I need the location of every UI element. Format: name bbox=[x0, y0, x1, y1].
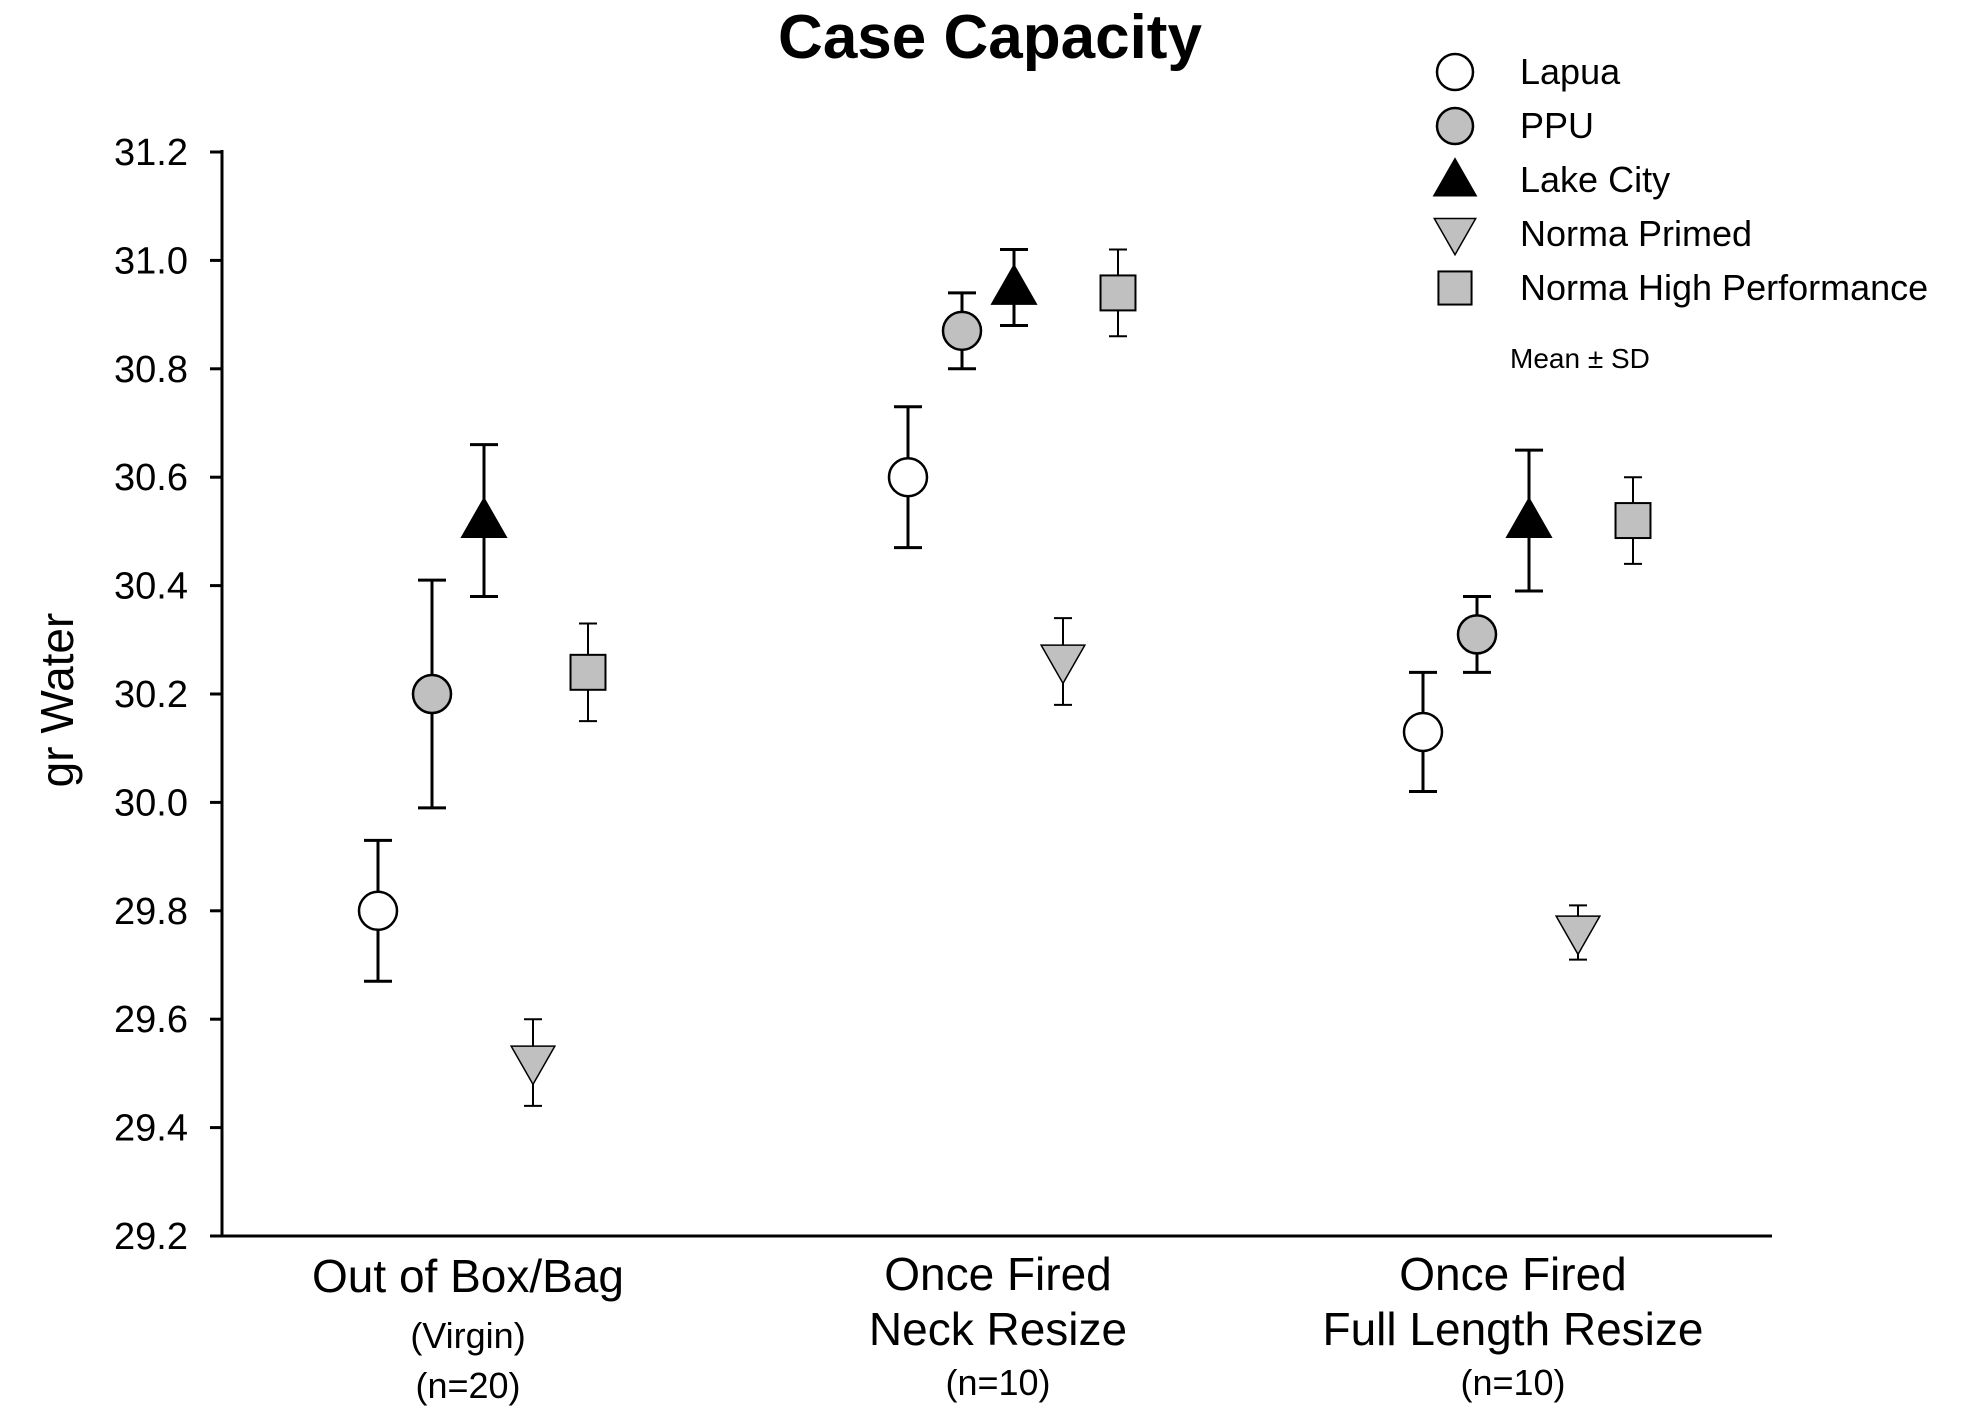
x-category-label: Once Fired bbox=[1399, 1248, 1627, 1300]
legend-label-ppu: PPU bbox=[1520, 105, 1594, 146]
y-tick-label: 29.4 bbox=[114, 1108, 188, 1150]
legend-label-norma-high-performance: Norma High Performance bbox=[1520, 267, 1928, 308]
legend-label-norma-primed: Norma Primed bbox=[1520, 213, 1752, 254]
y-tick-label: 30.2 bbox=[114, 674, 188, 716]
legend-marker-norma-high-performance bbox=[1437, 270, 1473, 306]
y-tick-label: 29.8 bbox=[114, 891, 188, 933]
data-point-norma-high-performance bbox=[569, 653, 607, 691]
y-tick-label: 30.8 bbox=[114, 349, 188, 391]
chart-title: Case Capacity bbox=[778, 3, 1202, 72]
x-category-label: Once Fired bbox=[884, 1248, 1112, 1300]
data-point-lapua bbox=[1402, 711, 1444, 753]
y-tick-label: 29.6 bbox=[114, 999, 188, 1041]
y-axis-label: gr Water bbox=[31, 613, 83, 788]
x-category-sublabel: (n=20) bbox=[415, 1365, 520, 1406]
series-norma-high-performance bbox=[569, 248, 1652, 723]
x-category-label: Out of Box/Bag bbox=[312, 1250, 624, 1302]
y-tick-label: 31.2 bbox=[114, 132, 188, 174]
data-point-norma-primed bbox=[509, 1045, 557, 1086]
y-tick-label: 30.0 bbox=[114, 782, 188, 824]
legend-label-lapua: Lapua bbox=[1520, 51, 1621, 92]
legend-marker-lake-city bbox=[1432, 157, 1478, 197]
y-tick-label: 30.6 bbox=[114, 457, 188, 499]
data-point-lake-city bbox=[990, 263, 1038, 305]
data-point-lapua bbox=[357, 890, 399, 932]
x-category-sublabel: (n=10) bbox=[1460, 1362, 1565, 1403]
x-category-sublabel: (Virgin) bbox=[410, 1315, 525, 1356]
data-point-lake-city bbox=[460, 496, 508, 538]
data-point-norma-primed bbox=[1554, 915, 1602, 956]
data-point-ppu bbox=[1456, 614, 1498, 655]
data-point-norma-primed bbox=[1039, 644, 1087, 685]
legend-marker-ppu bbox=[1435, 106, 1475, 146]
series-lake-city bbox=[460, 248, 1553, 598]
legend-marker-lapua bbox=[1435, 52, 1475, 92]
data-point-norma-high-performance bbox=[1614, 502, 1652, 540]
data-point-ppu bbox=[941, 310, 983, 352]
y-tick-label: 29.2 bbox=[114, 1216, 188, 1258]
axes: 29.2 29.4 29.6 29.8 30.0 30.2 30.4 30.6 30.8 31.0… bbox=[114, 132, 1772, 1258]
mean-sd-note: Mean ± SD bbox=[1510, 343, 1650, 374]
series-norma-primed bbox=[509, 617, 1602, 1107]
x-category-label: Full Length Resize bbox=[1323, 1303, 1704, 1355]
data-marks bbox=[357, 248, 1652, 1107]
y-tick-label: 30.4 bbox=[114, 566, 188, 608]
data-point-lake-city bbox=[1505, 496, 1553, 538]
data-point-norma-high-performance bbox=[1099, 274, 1137, 312]
legend-marker-norma-primed bbox=[1433, 217, 1477, 257]
series-lapua bbox=[357, 405, 1444, 983]
x-category-sublabel: (n=10) bbox=[945, 1362, 1050, 1403]
legend-label-lake-city: Lake City bbox=[1520, 159, 1670, 200]
y-tick-label: 31.0 bbox=[114, 240, 188, 282]
data-point-lapua bbox=[887, 456, 929, 498]
data-point-ppu bbox=[411, 673, 453, 715]
x-category-label: Neck Resize bbox=[869, 1303, 1127, 1355]
series-ppu bbox=[411, 291, 1498, 810]
category-labels: Out of Box/Bag(Virgin)(n=20)Once FiredNe… bbox=[312, 1248, 1703, 1406]
